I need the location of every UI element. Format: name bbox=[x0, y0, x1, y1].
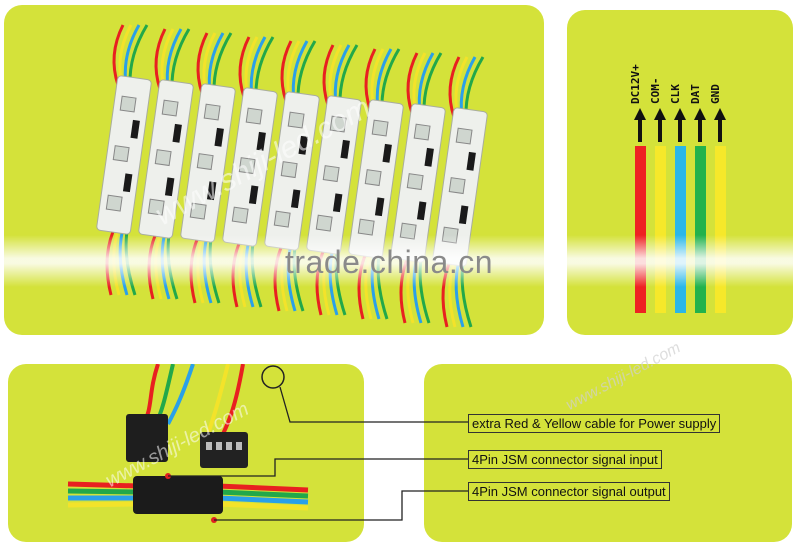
wire-clk bbox=[675, 146, 686, 313]
callout-power-cable: extra Red & Yellow cable for Power suppl… bbox=[468, 414, 721, 433]
module-wire bbox=[196, 32, 209, 94]
watermark-band bbox=[0, 235, 800, 287]
led-module bbox=[432, 107, 488, 267]
module-wire bbox=[406, 52, 419, 114]
callout-signal-output: 4Pin JSM connector signal output bbox=[468, 482, 670, 501]
wire-dc12v bbox=[635, 146, 646, 313]
module-wire bbox=[322, 44, 335, 106]
module-wire bbox=[380, 48, 401, 110]
wire-label: CLK bbox=[669, 84, 682, 104]
wire-gnd bbox=[715, 146, 726, 313]
led-module bbox=[306, 95, 362, 255]
led-modules-illustration bbox=[96, 24, 488, 328]
module-wire bbox=[128, 24, 149, 86]
module-wire bbox=[238, 36, 251, 98]
module-wire bbox=[212, 32, 233, 94]
module-wire bbox=[170, 28, 191, 90]
arrow-up-icon bbox=[714, 108, 726, 142]
arrow-up-icon bbox=[654, 108, 666, 142]
description-panel bbox=[424, 364, 792, 542]
callout-signal-input: 4Pin JSM connector signal input bbox=[468, 450, 662, 469]
watermark-trade: trade.china.cn bbox=[285, 244, 494, 280]
module-wire bbox=[154, 28, 167, 90]
led-module bbox=[138, 79, 194, 239]
led-module bbox=[222, 87, 278, 247]
jsm-connector-pair bbox=[133, 476, 223, 514]
led-module bbox=[390, 103, 446, 263]
connector-photo-panel: www.shiji-led.com bbox=[8, 364, 364, 542]
jsm-connector-male bbox=[126, 414, 168, 462]
wire-label: DC12V+ bbox=[629, 64, 642, 104]
module-wire bbox=[296, 40, 317, 102]
arrow-up-icon bbox=[634, 108, 646, 142]
arrow-up-icon bbox=[694, 108, 706, 142]
module-wire bbox=[280, 40, 293, 102]
module-wire bbox=[364, 48, 377, 110]
module-wire bbox=[254, 36, 275, 98]
module-wire bbox=[422, 52, 443, 114]
led-module bbox=[96, 75, 152, 235]
led-module bbox=[264, 91, 320, 251]
led-module bbox=[348, 99, 404, 259]
module-wire bbox=[448, 56, 461, 118]
module-wire bbox=[112, 24, 125, 86]
wire-label: GND bbox=[709, 84, 722, 104]
cable bbox=[166, 364, 195, 425]
wire-label: DAT bbox=[689, 84, 702, 104]
cable bbox=[221, 364, 245, 435]
wire-com bbox=[655, 146, 666, 313]
module-wire bbox=[464, 56, 485, 118]
cable bbox=[206, 364, 230, 435]
led-module bbox=[180, 83, 236, 243]
wire-dat bbox=[695, 146, 706, 313]
wire-label: COM- bbox=[649, 77, 662, 105]
arrow-up-icon bbox=[674, 108, 686, 142]
